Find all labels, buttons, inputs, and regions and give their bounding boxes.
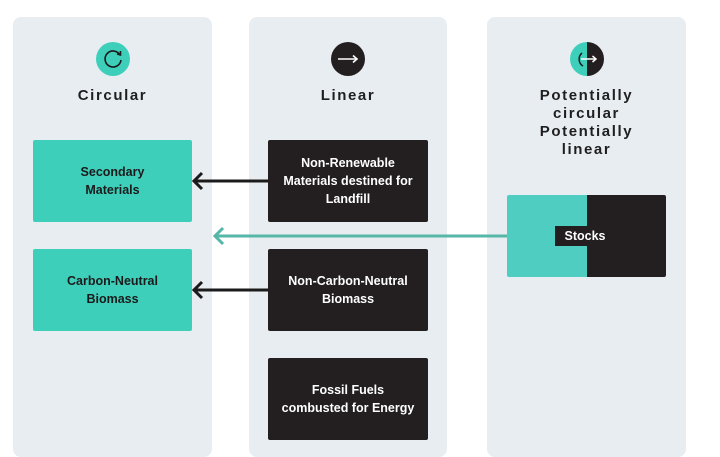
stocks-box: Stocks (507, 195, 666, 277)
fossil-fuels-line1: Fossil Fuels (311, 383, 385, 397)
stocks-label: Stocks (555, 226, 615, 246)
potential-title: Potentially circular Potentially linear (487, 87, 686, 159)
fossil-fuels-box: Fossil Fuels combusted for Energy (268, 358, 428, 440)
non-renewable-materials-box: Non-Renewable Materials destined for Lan… (268, 140, 428, 222)
non-carbon-neutral-line1: Non-Carbon-Neutral (288, 274, 408, 288)
circular-arrow-icon (95, 42, 130, 76)
non-renewable-line3: Landfill (325, 192, 371, 206)
circular-column: Circular (13, 17, 212, 457)
non-carbon-neutral-line2: Biomass (321, 292, 375, 306)
fossil-fuels-line2: combusted for Energy (281, 401, 415, 415)
potential-title-line2: circular (553, 105, 620, 122)
linear-title: Linear (320, 87, 376, 104)
half-circular-arrow-icon (569, 42, 604, 76)
secondary-materials-line2: Materials (85, 183, 140, 197)
carbon-neutral-biomass-box: Carbon-Neutral Biomass (33, 249, 192, 331)
non-carbon-neutral-biomass-box: Non-Carbon-Neutral Biomass (268, 249, 428, 331)
non-renewable-line2: Materials destined for (283, 174, 413, 188)
secondary-materials-line1: Secondary (80, 165, 145, 179)
potential-title-line3: Potentially (539, 123, 634, 140)
secondary-materials-box: Secondary Materials (33, 140, 192, 222)
right-arrow-icon (331, 42, 365, 76)
carbon-neutral-line2: Biomass (86, 292, 139, 306)
non-renewable-line1: Non-Renewable (301, 156, 395, 170)
carbon-neutral-line1: Carbon-Neutral (67, 274, 158, 288)
potential-title-line1: Potentially (539, 87, 634, 104)
potential-title-line4: linear (561, 141, 612, 158)
circular-title: Circular (77, 87, 148, 104)
